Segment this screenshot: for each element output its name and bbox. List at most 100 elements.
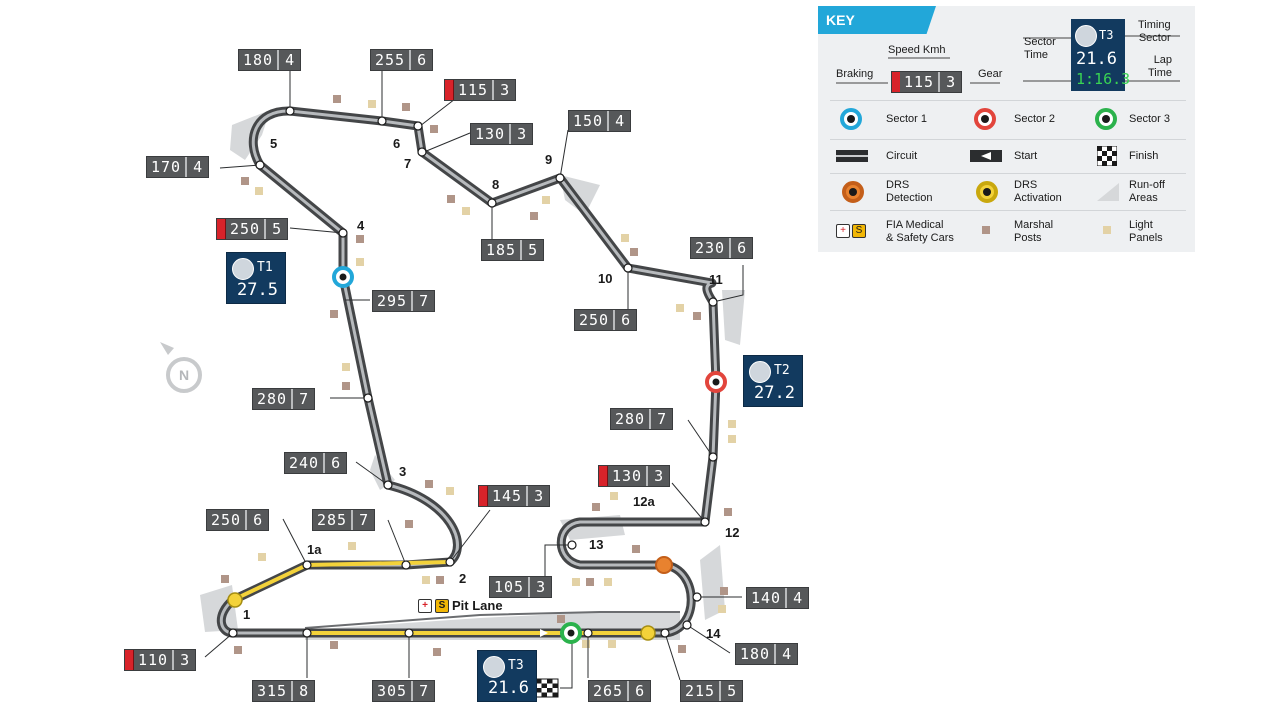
gear-value: 6 — [627, 681, 651, 701]
speed-value: 230 — [691, 238, 730, 258]
drs-detection-icon — [842, 181, 864, 203]
sector2-icon — [974, 108, 996, 130]
fia-cars-icon: + S — [836, 224, 866, 238]
speed-value: 240 — [285, 453, 324, 473]
pit-lane-text: Pit Lane — [452, 598, 503, 613]
track-points — [228, 106, 718, 638]
turn-label: 2 — [459, 571, 467, 586]
key-finish-label: Finish — [1129, 150, 1159, 162]
marshal-post-icon — [982, 226, 990, 234]
turn-label: 4 — [357, 218, 365, 233]
braking-indicator — [892, 72, 900, 92]
key-sample-speed: 115 — [900, 72, 939, 92]
braking-indicator — [445, 80, 454, 100]
speed-value: 150 — [569, 111, 608, 131]
light-panel-icon — [1103, 226, 1111, 234]
key-sample-gear: 3 — [938, 72, 962, 92]
finish-flag-icon — [535, 678, 559, 698]
pit-lane-line — [304, 611, 680, 629]
turn-label: 7 — [404, 156, 412, 171]
key-marshal-label: Marshal Posts — [1014, 219, 1054, 244]
key-title: KEY — [818, 6, 936, 34]
speed-value: 280 — [253, 389, 292, 409]
gear-value: 6 — [729, 238, 753, 258]
mercedes-star-icon — [1075, 25, 1097, 47]
sector1-marker-dot — [339, 273, 347, 281]
key-braking-label: Braking — [836, 68, 874, 80]
compass-label: N — [179, 367, 189, 383]
key-sector2-label: Sector 2 — [1014, 113, 1055, 125]
gear-value: 7 — [411, 681, 435, 701]
speed-value: 185 — [482, 240, 521, 260]
turn-label: 1 — [243, 607, 251, 622]
timing-time: 21.6 — [488, 678, 529, 698]
key-sample-sector: T3 — [1099, 28, 1114, 42]
key-sample-speed-box: 115 3 — [891, 71, 963, 93]
key-gear-label: Gear — [978, 68, 1003, 80]
leader-lines — [204, 69, 744, 689]
braking-indicator — [479, 486, 488, 506]
sector3-marker-dot — [567, 629, 575, 637]
speed-value: 265 — [589, 681, 628, 701]
timing-sector: T2 — [774, 363, 790, 378]
timing-box-t3: T3 21.6 — [477, 650, 537, 702]
speed-value: 110 — [134, 650, 173, 670]
marshal-posts — [221, 95, 732, 656]
speed-value: 170 — [147, 157, 186, 177]
key-runoff-label: Run-off Areas — [1129, 179, 1165, 204]
braking-indicator — [125, 650, 134, 670]
gear-value: 3 — [492, 80, 516, 100]
gear-value: 6 — [613, 310, 637, 330]
turn-label: 12a — [633, 494, 655, 509]
compass-icon: N — [160, 342, 202, 393]
drs-activation-marker — [227, 592, 243, 608]
gear-value: 7 — [411, 291, 435, 311]
drs-detection-marker — [655, 556, 673, 574]
key-fia-label: FIA Medical & Safety Cars — [886, 219, 954, 244]
speed-value: 180 — [239, 50, 278, 70]
gear-value: 3 — [509, 124, 533, 144]
gear-value: 6 — [409, 50, 433, 70]
gear-value: 4 — [277, 50, 301, 70]
gear-value: 7 — [291, 389, 315, 409]
gear-value: 4 — [185, 157, 209, 177]
speed-value: 255 — [371, 50, 410, 70]
start-arrow-icon — [540, 629, 548, 637]
speed-value: 115 — [454, 80, 493, 100]
gear-value: 6 — [323, 453, 347, 473]
speed-value: 215 — [681, 681, 720, 701]
safety-car-icon: S — [435, 598, 449, 613]
turn-label: 3 — [399, 464, 407, 479]
key-timing-sector-label: Timing Sector — [1138, 19, 1171, 44]
key-drs-activation-label: DRS Activation — [1014, 179, 1062, 204]
key-lap-time-label: Lap Time — [1148, 54, 1173, 79]
timing-sector: T3 — [508, 658, 524, 673]
pit-lane-label: + S Pit Lane — [418, 598, 503, 613]
speed-value: 305 — [373, 681, 412, 701]
braking-indicator — [217, 219, 226, 239]
key-divider — [830, 210, 1186, 211]
safety-car-icon: S — [852, 224, 866, 238]
speed-value: 250 — [575, 310, 614, 330]
speed-value: 130 — [608, 466, 647, 486]
gear-value: 4 — [774, 644, 798, 664]
key-panel: KEY Speed Kmh Braking Gear 115 3 Sector … — [818, 6, 1195, 252]
timing-time: 27.5 — [237, 280, 278, 300]
timing-sector: T1 — [257, 260, 273, 275]
gear-value: 5 — [520, 240, 544, 260]
